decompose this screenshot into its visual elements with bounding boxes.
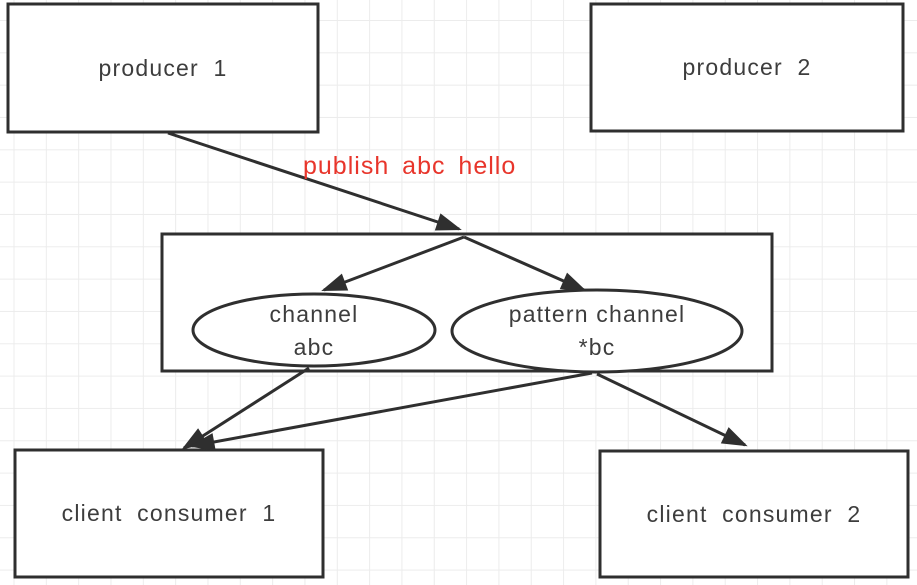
client-consumer-2-node[interactable] — [598, 449, 910, 579]
producer-1-node[interactable] — [6, 2, 320, 134]
client-consumer-1-node[interactable] — [13, 448, 325, 579]
edge-pattern-channel-to-consumer1[interactable] — [189, 371, 593, 451]
pattern-channel-node[interactable] — [450, 288, 744, 374]
channel-abc-node[interactable] — [191, 292, 437, 368]
edge-pattern-channel-to-consumer2[interactable] — [596, 372, 748, 447]
edge-channels-to-pattern-channel[interactable] — [463, 235, 587, 292]
edge-channels-to-channel-abc[interactable] — [321, 235, 465, 292]
producer-2-node[interactable] — [589, 2, 905, 133]
edge-producer1-to-channels[interactable] — [167, 131, 462, 231]
